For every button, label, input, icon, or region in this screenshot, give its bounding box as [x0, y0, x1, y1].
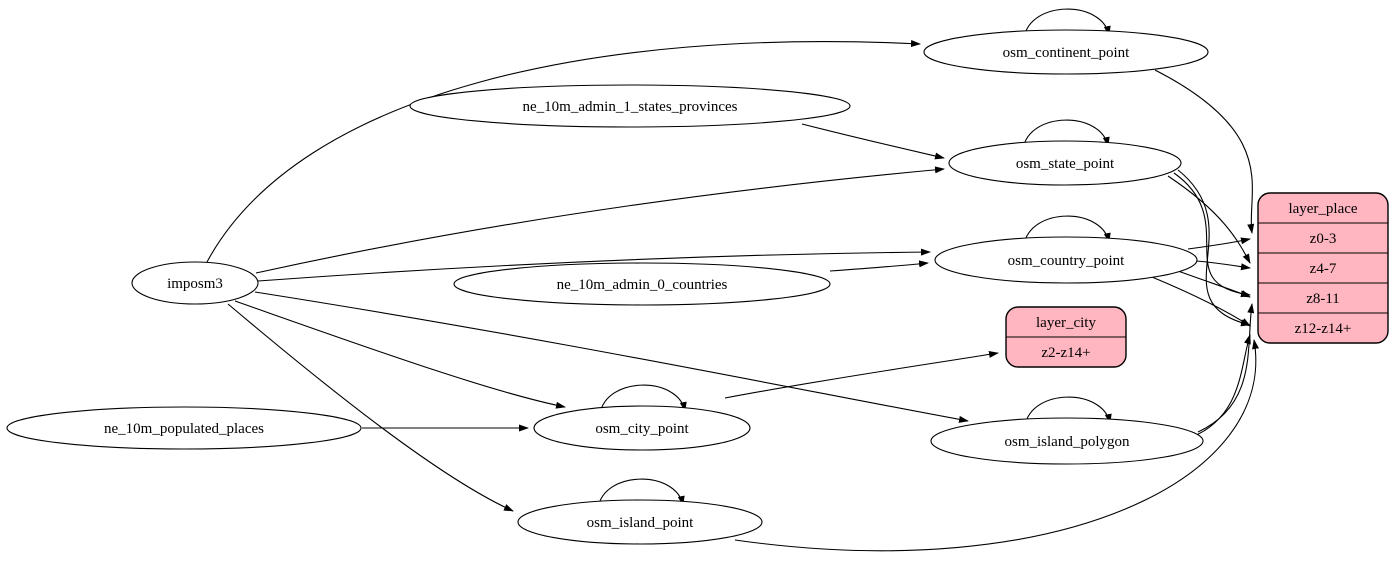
- node-shape-osm_city_point: [533, 405, 751, 451]
- node-ne_10m_admin_1_states_provinces: ne_10m_admin_1_states_provinces: [409, 84, 851, 128]
- node-shape-osm_country_point: [934, 236, 1198, 284]
- record-row-layer_city-z2-z14+: z2-z14+: [1041, 345, 1090, 361]
- record-layer_city: layer_city z2-z14+: [1005, 306, 1127, 368]
- node-osm_city_point: osm_city_point: [533, 384, 751, 451]
- node-ne_10m_populated_places: ne_10m_populated_places: [6, 406, 362, 450]
- node-shape-osm_continent_point: [923, 29, 1209, 75]
- edge-osm_state_point-to-layer_place-z12-z14+: [1177, 169, 1251, 327]
- node-label-ne_10m_admin_1_states_provinces: ne_10m_admin_1_states_provinces: [523, 99, 738, 115]
- node-osm_country_point: osm_country_point: [934, 215, 1198, 284]
- record-title-layer_place: layer_place: [1288, 201, 1357, 217]
- edge-ne_10m_admin_1_states_provinces-to-osm_state_point: [801, 123, 945, 160]
- record-row-layer_place-z4-7: z4-7: [1310, 261, 1337, 277]
- edge-ne_10m_admin_0_countries-to-osm_country_point: [829, 260, 929, 272]
- edge-osm_island_polygon-to-layer_place-z12-z14+: [1191, 334, 1251, 438]
- edge-layer: [206, 40, 1259, 552]
- node-shape-ne_10m_admin_1_states_provinces: [409, 84, 851, 128]
- record-row-layer_place-z8-11: z8-11: [1306, 291, 1340, 307]
- self-loop-osm_continent_point: [1023, 8, 1111, 39]
- record-layer_place: layer_place z0-3 z4-7 z8-11 z12-z14+: [1257, 192, 1389, 344]
- node-osm_continent_point: osm_continent_point: [923, 8, 1209, 75]
- edge-imposm3-to-osm_island_polygon: [254, 291, 969, 423]
- record-title-layer_city: layer_city: [1036, 315, 1096, 331]
- edge-osm_country_point-to-layer_place-z8-11: [1177, 270, 1251, 298]
- edge-osm_country_point-to-layer_place-z0-3: [1187, 237, 1251, 250]
- node-shape-osm_state_point: [948, 140, 1182, 186]
- self-loop-osm_island_polygon: [1024, 396, 1112, 427]
- node-shape-osm_island_point: [517, 499, 763, 545]
- edge-osm_city_point-to-layer_city-z2-z14+: [724, 350, 999, 399]
- node-osm_island_point: osm_island_point: [517, 478, 763, 545]
- node-osm_state_point: osm_state_point: [948, 119, 1182, 186]
- node-label-osm_state_point: osm_state_point: [1016, 156, 1115, 172]
- edge-osm_country_point-to-layer_place-z12-z14+: [1151, 276, 1251, 327]
- self-loop-osm_city_point: [599, 384, 687, 415]
- edge-osm_island_polygon-to-layer_place-z8-11: [1197, 303, 1255, 433]
- node-label-imposm3: imposm3: [167, 276, 223, 292]
- edge-osm_country_point-to-layer_place-z4-7: [1195, 260, 1251, 271]
- node-label-osm_continent_point: osm_continent_point: [1003, 45, 1130, 61]
- edge-osm_continent_point-to-layer_place-z0-3: [1154, 69, 1255, 234]
- edge-imposm3-to-osm_state_point: [255, 166, 945, 274]
- node-shape-ne_10m_populated_places: [6, 406, 362, 450]
- node-label-ne_10m_populated_places: ne_10m_populated_places: [104, 421, 264, 437]
- self-loop-osm_island_point: [597, 478, 685, 509]
- node-shape-osm_island_polygon: [930, 417, 1204, 465]
- node-label-osm_island_point: osm_island_point: [587, 515, 695, 531]
- record-shape-layer_place: [1257, 192, 1389, 344]
- node-label-osm_country_point: osm_country_point: [1008, 253, 1125, 269]
- edge-osm_island_point-to-layer_place-z12-z14+: [734, 339, 1259, 552]
- edge-imposm3-to-osm_country_point: [257, 248, 931, 282]
- edge-osm_state_point-to-layer_place-z4-7: [1167, 175, 1251, 264]
- node-shape-imposm3: [131, 261, 259, 305]
- node-ne_10m_admin_0_countries: ne_10m_admin_0_countries: [453, 262, 831, 306]
- edge-imposm3-to-osm_city_point: [234, 300, 566, 409]
- record-row-layer_place-z0-3: z0-3: [1310, 231, 1337, 247]
- node-label-ne_10m_admin_0_countries: ne_10m_admin_0_countries: [557, 277, 728, 293]
- edge-osm_state_point-to-layer_place-z8-11: [1173, 172, 1251, 298]
- node-shape-ne_10m_admin_0_countries: [453, 262, 831, 306]
- node-label-osm_city_point: osm_city_point: [595, 421, 689, 437]
- self-loop-osm_country_point: [1023, 215, 1111, 246]
- node-osm_island_polygon: osm_island_polygon: [930, 396, 1204, 465]
- node-label-osm_island_polygon: osm_island_polygon: [1004, 434, 1130, 450]
- node-imposm3: imposm3: [131, 261, 259, 305]
- edge-imposm3-to-osm_continent_point: [206, 40, 921, 263]
- self-loop-osm_state_point: [1022, 119, 1110, 150]
- edge-imposm3-to-osm_island_point: [227, 303, 514, 512]
- record-row-layer_place-z12-z14+: z12-z14+: [1295, 321, 1352, 337]
